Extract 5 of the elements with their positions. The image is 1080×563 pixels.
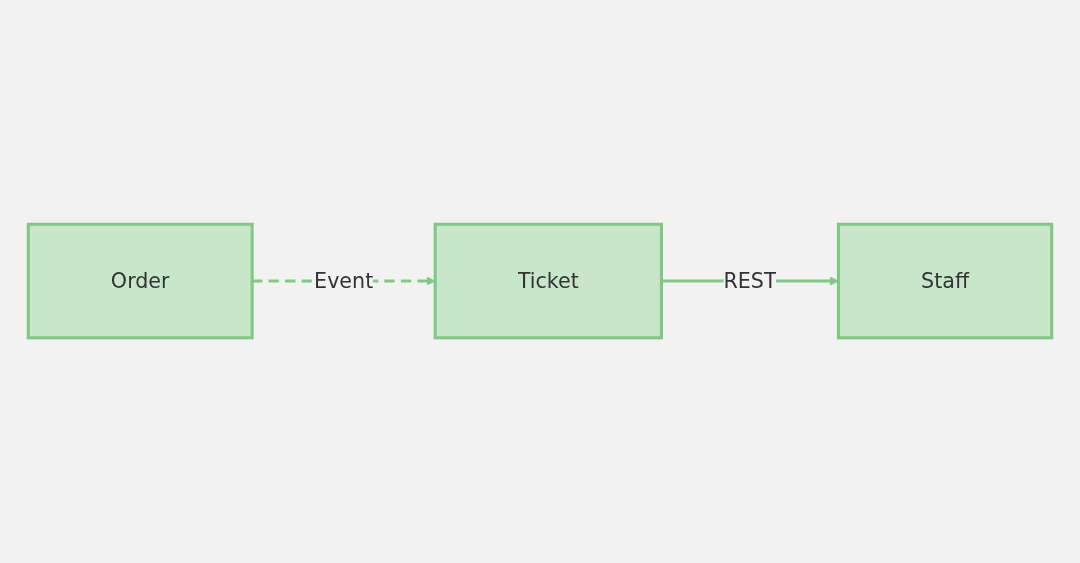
node-box: Ticket <box>433 223 663 340</box>
node-box: Order <box>26 223 254 340</box>
edge-label: Event <box>314 269 374 294</box>
edge-label: REST <box>723 269 777 294</box>
node-box: Staff <box>836 223 1054 340</box>
